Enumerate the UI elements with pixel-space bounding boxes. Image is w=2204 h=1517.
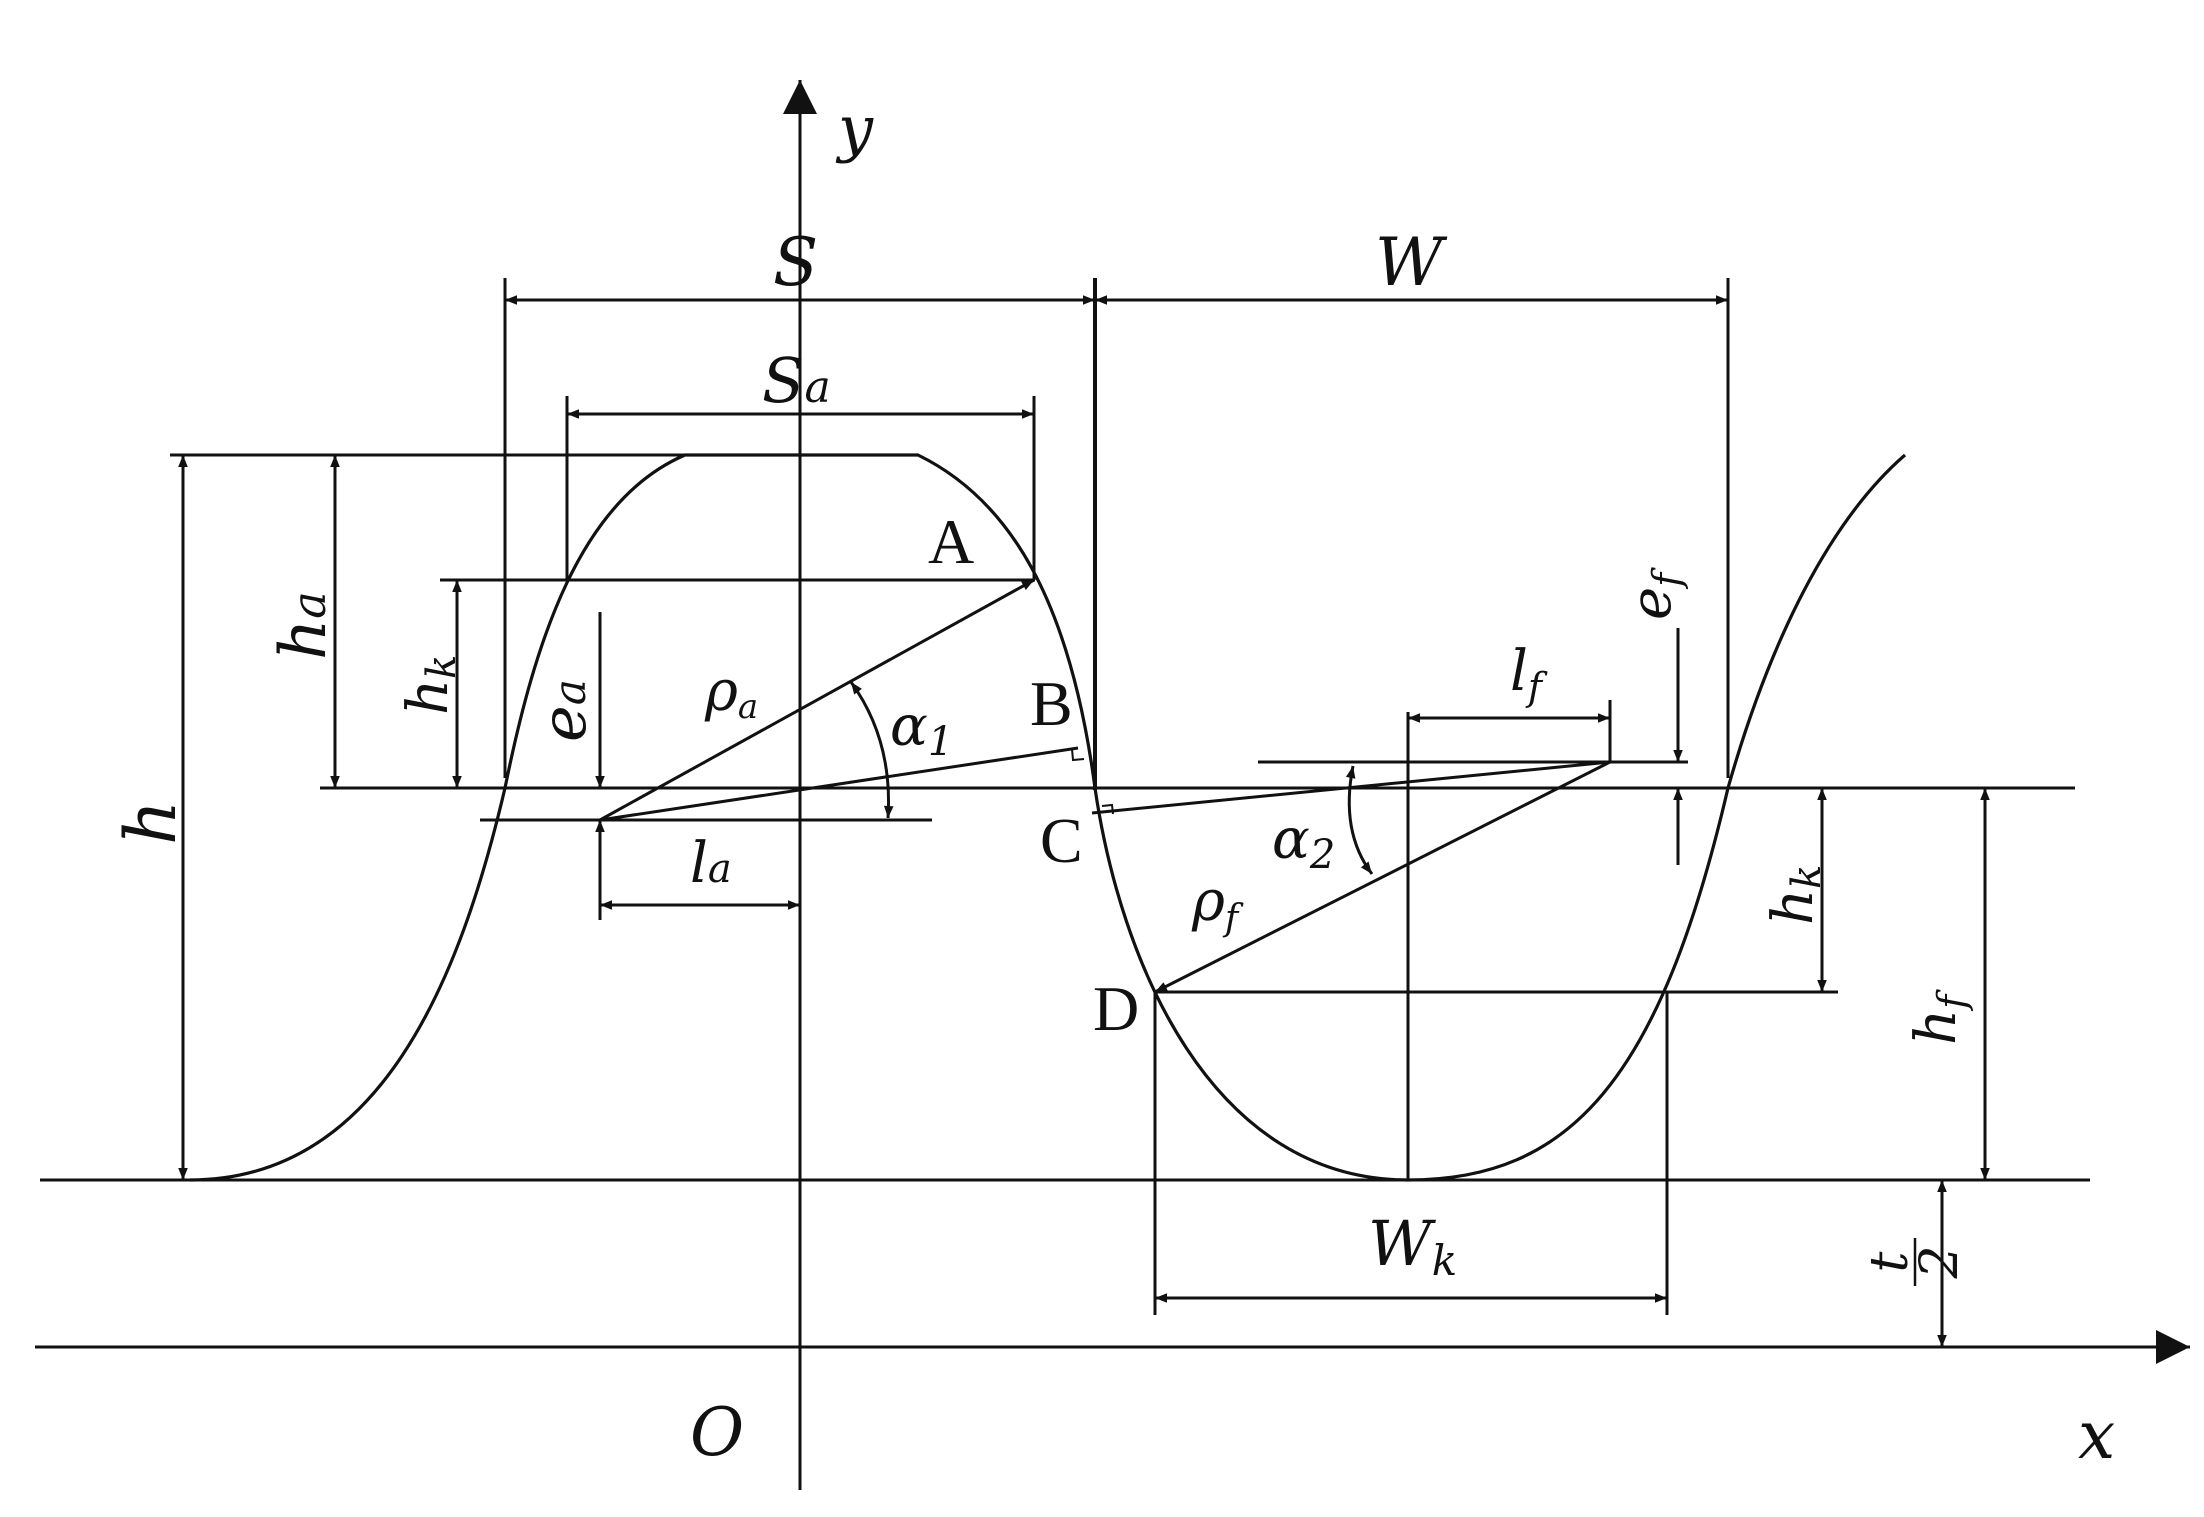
point-B-label: B: [1030, 668, 1073, 739]
ha-label: ha: [267, 591, 341, 660]
rho-f-label: ρf: [1191, 869, 1244, 939]
point-A-label: A: [928, 506, 974, 577]
origin-label: O: [690, 1394, 744, 1471]
alpha1-ray: [599, 746, 1079, 822]
x-axis-label: x: [2078, 1397, 2115, 1474]
hk-right-label: hk: [1761, 865, 1830, 925]
tooth-profile-curve: [189, 453, 1907, 1182]
alpha1-label: α1: [890, 694, 953, 765]
rho-a-radius: [599, 578, 1035, 822]
ea-label: ea: [527, 679, 600, 742]
alpha1-arc: [849, 681, 894, 819]
la-label: la: [690, 831, 732, 896]
hf-label: hf: [1904, 989, 1974, 1045]
point-D-label: D: [1093, 973, 1139, 1044]
half-t-label: t 2: [1860, 1238, 1970, 1286]
rho-f-radius: [1154, 760, 1611, 994]
y-axis-label: y: [835, 92, 874, 165]
Wk-label: Wk: [1368, 1207, 1457, 1285]
h-label: h: [110, 800, 192, 845]
lf-label: lf: [1510, 639, 1548, 709]
rho-a-label: ρa: [704, 659, 758, 727]
right-angle-mark-B: [1071, 748, 1085, 762]
S-label: S: [773, 224, 818, 301]
hk-left-label: hk: [396, 655, 465, 715]
alpha2-label: α2: [1272, 807, 1335, 878]
svg-text:2: 2: [1910, 1245, 1970, 1279]
svg-text:t: t: [1860, 1251, 1920, 1272]
ef-label: ef: [1619, 567, 1689, 620]
point-C-label: C: [1040, 805, 1083, 876]
Sa-label: Sa: [762, 344, 831, 417]
W-label: W: [1375, 224, 1448, 301]
right-angle-mark-C: [1101, 803, 1114, 815]
alpha2-arc: [1345, 765, 1374, 875]
